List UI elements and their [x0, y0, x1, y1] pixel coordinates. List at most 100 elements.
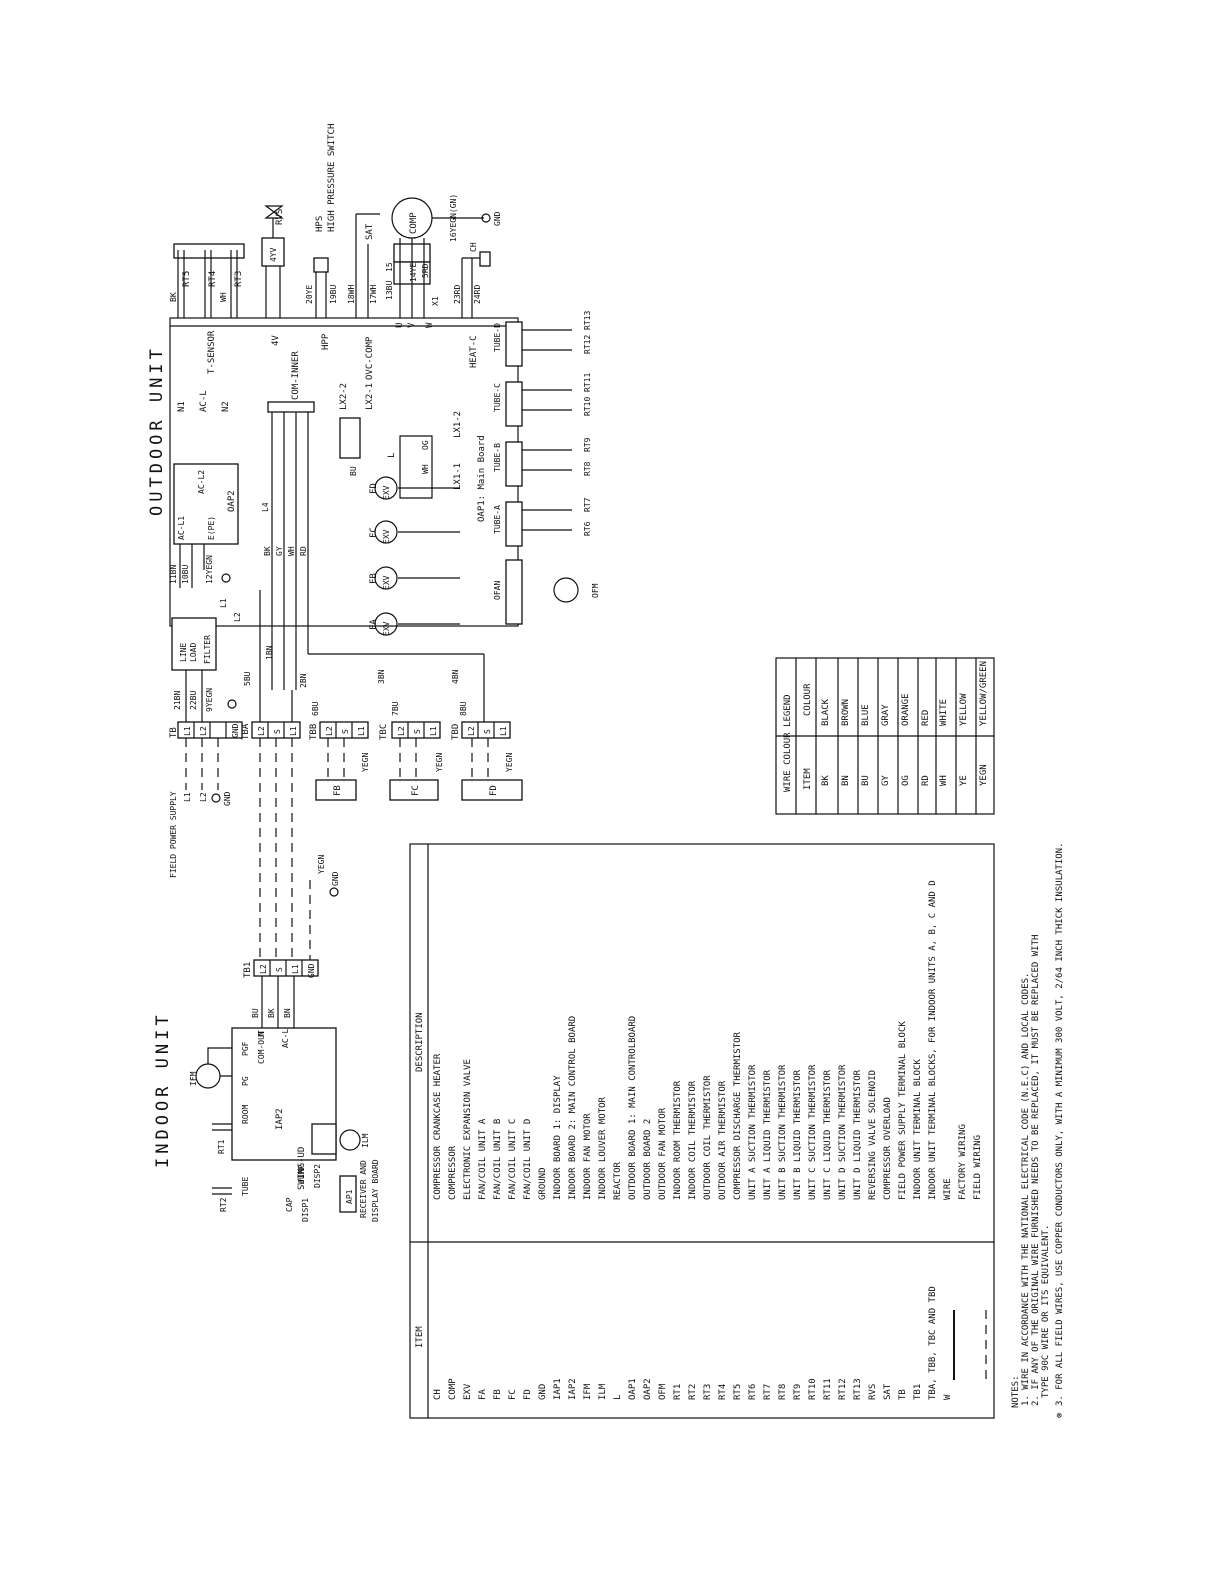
ac-l-label: AC-L: [199, 390, 209, 412]
legend-header-item: ITEM: [803, 768, 813, 790]
indoor-gnd: GND: [331, 871, 340, 886]
disp2-label: DISP2: [313, 1164, 322, 1188]
item-description: UNIT D LIQUID THERMISTOR: [853, 1069, 863, 1200]
receiver-display-board: AP1 RECEIVER AND DISPLAY BOARD: [339, 1159, 380, 1222]
item-code: L: [613, 1395, 623, 1400]
item-code: RT11: [823, 1378, 833, 1400]
epe-label: E(PE): [207, 516, 216, 540]
item-description: COMPRESSOR OVERLOAD: [883, 1097, 893, 1200]
item-description: UNIT A SUCTION THERMISTOR: [748, 1064, 758, 1200]
item-code: IFM: [583, 1383, 593, 1400]
item-description: INDOOR BOARD 2: MAIN CONTROL BOARD: [568, 1016, 578, 1200]
tbb-l1: L1: [357, 726, 366, 736]
tb-l2: L2: [199, 726, 208, 736]
item-description: UNIT A LIQUID THERMISTOR: [763, 1069, 773, 1200]
ifm-label: IFM: [189, 1071, 198, 1086]
item-description: INDOOR UNIT TERMINAL BLOCKS, FOR INDOOR …: [928, 880, 938, 1200]
display-board-label: DISPLAY BOARD: [371, 1159, 380, 1222]
sat-label: SAT: [365, 223, 375, 240]
indoor-unit-title: INDOOR UNIT: [153, 1011, 173, 1168]
tb1-l2: L2: [259, 964, 268, 974]
tb1-label: TB1: [243, 962, 253, 978]
item-description: UNIT C LIQUID THERMISTOR: [823, 1069, 833, 1200]
item-description: REVERSING VALVE SOLENOID: [868, 1070, 878, 1200]
tube-b-label: TUBE-B: [493, 443, 502, 472]
ilm-label: ILM: [361, 1133, 370, 1148]
legend-colour: BLACK: [821, 698, 831, 726]
item-description: COMPRESSOR: [448, 1145, 458, 1200]
item-description: FAN/COIL UNIT A: [478, 1118, 488, 1200]
item-description: OUTDOOR BOARD 1: MAIN CONTROLBOARD: [628, 1016, 638, 1200]
tba-label: TBA: [241, 723, 251, 740]
tba-s: S: [273, 729, 282, 734]
tba-terminal: TBA L2 S L1 5BU 1BN: [241, 590, 301, 960]
indoor-bk: BK: [267, 1008, 276, 1018]
rvs-label: RVS: [275, 209, 285, 225]
outdoor-fan: OFAN OFM: [493, 559, 600, 625]
exv-fc: EXV: [382, 529, 391, 544]
wire-colour-legend: WIRE COLOUR LEGEND ITEM COLOUR BKBLACKBN…: [775, 657, 995, 815]
item-code: RT7: [763, 1384, 773, 1400]
filter-line: LINE: [179, 643, 188, 662]
tbb-s: S: [341, 729, 350, 734]
fd-box: FD: [489, 785, 499, 796]
item-description: UNIT C SUCTION THERMISTOR: [808, 1064, 818, 1200]
item-code: SAT: [883, 1383, 893, 1400]
lx1-1-label: LX1-1: [453, 463, 463, 490]
legend-header-colour: COLOUR: [803, 683, 813, 716]
note-3-symbol: ⊗: [1055, 1413, 1065, 1418]
item-code: FA: [478, 1389, 488, 1400]
item-description: FIELD POWER SUPPLY TERMINAL BLOCK: [898, 1021, 908, 1200]
note-2: 2. IF ANY OF THE ORIGINAL WIRE FURNISHED…: [1031, 935, 1041, 1406]
item-description: OUTDOOR FAN MOTOR: [658, 1107, 668, 1200]
item-description: FAN/COIL UNIT D: [523, 1119, 533, 1200]
4yv-label: 4YV: [269, 247, 278, 262]
item-description: INDOOR ROOM THERMISTOR: [673, 1080, 683, 1200]
item-code: OAP1: [628, 1378, 638, 1400]
tbb-yegn: YEGN: [361, 753, 370, 772]
line-filter: LINE LOAD FILTER L1 L2: [171, 598, 242, 671]
wire-17wh: 17WH: [369, 285, 378, 304]
item-description: COMPRESSOR DISCHARGE THERMISTOR: [733, 1031, 743, 1200]
rt11-label: RT11: [583, 373, 592, 392]
tb1-gnd: GND: [307, 963, 316, 978]
legend-title: WIRE COLOUR LEGEND: [783, 694, 793, 792]
cap-label: CAP: [285, 1197, 294, 1212]
jump-label: JUMP: [297, 1165, 306, 1184]
main-board-label: OAP1: Main Board: [477, 435, 487, 522]
tube-thermistors: TUBE-D TUBE-C TUBE-B TUBE-A RT13 RT12 RT…: [493, 311, 592, 547]
hpp-label: HPP: [321, 333, 331, 350]
item-code: IAP1: [553, 1378, 563, 1400]
indoor-coil-thermistor: RT2: [212, 1187, 232, 1212]
item-description: UNIT D SUCTION THERMISTOR: [838, 1064, 848, 1200]
item-code: RT5: [733, 1384, 743, 1400]
legend-colour: BLUE: [861, 704, 871, 726]
wire-24rd: 24RD: [473, 285, 482, 304]
compressor-overload: SAT 18WH 17WH: [347, 213, 380, 318]
item-code: OAP2: [643, 1378, 653, 1400]
ovc-comp-label: OVC-COMP: [365, 336, 375, 380]
rt12-label: RT12: [583, 335, 592, 354]
item-description: INDOOR UNIT TERMINAL BLOCK: [913, 1059, 923, 1200]
wire-23rd: 23RD: [453, 285, 462, 304]
heat-c-label: HEAT-C: [469, 335, 479, 368]
legend-colour: RED: [921, 710, 931, 726]
tbd-label: TBD: [451, 724, 461, 740]
item-code: FC: [508, 1389, 518, 1400]
item-description: INDOOR BOARD 1: DISPLAY: [553, 1075, 563, 1200]
tube-d-label: TUBE-D: [493, 323, 502, 352]
rt5-label: RT5: [182, 271, 192, 287]
wire-9yegn: 9YEGN: [205, 688, 214, 712]
outdoor-main-board: T-SENSOR 4V HPP OVC-COMP U V W HEAT-C N1…: [169, 317, 519, 627]
legend-code: RD: [921, 775, 931, 786]
reactor-l-label: L: [387, 453, 397, 458]
bk-wire: BK: [263, 546, 272, 556]
item-code: FB: [493, 1389, 503, 1400]
rt6-label: RT6: [583, 521, 592, 536]
fb-label: FB: [369, 573, 379, 584]
item-code: W: [943, 1394, 953, 1400]
supply-gnd: GND: [223, 791, 232, 806]
rt7-label: RT7: [583, 497, 592, 512]
rt4-label: RT4: [208, 271, 218, 287]
